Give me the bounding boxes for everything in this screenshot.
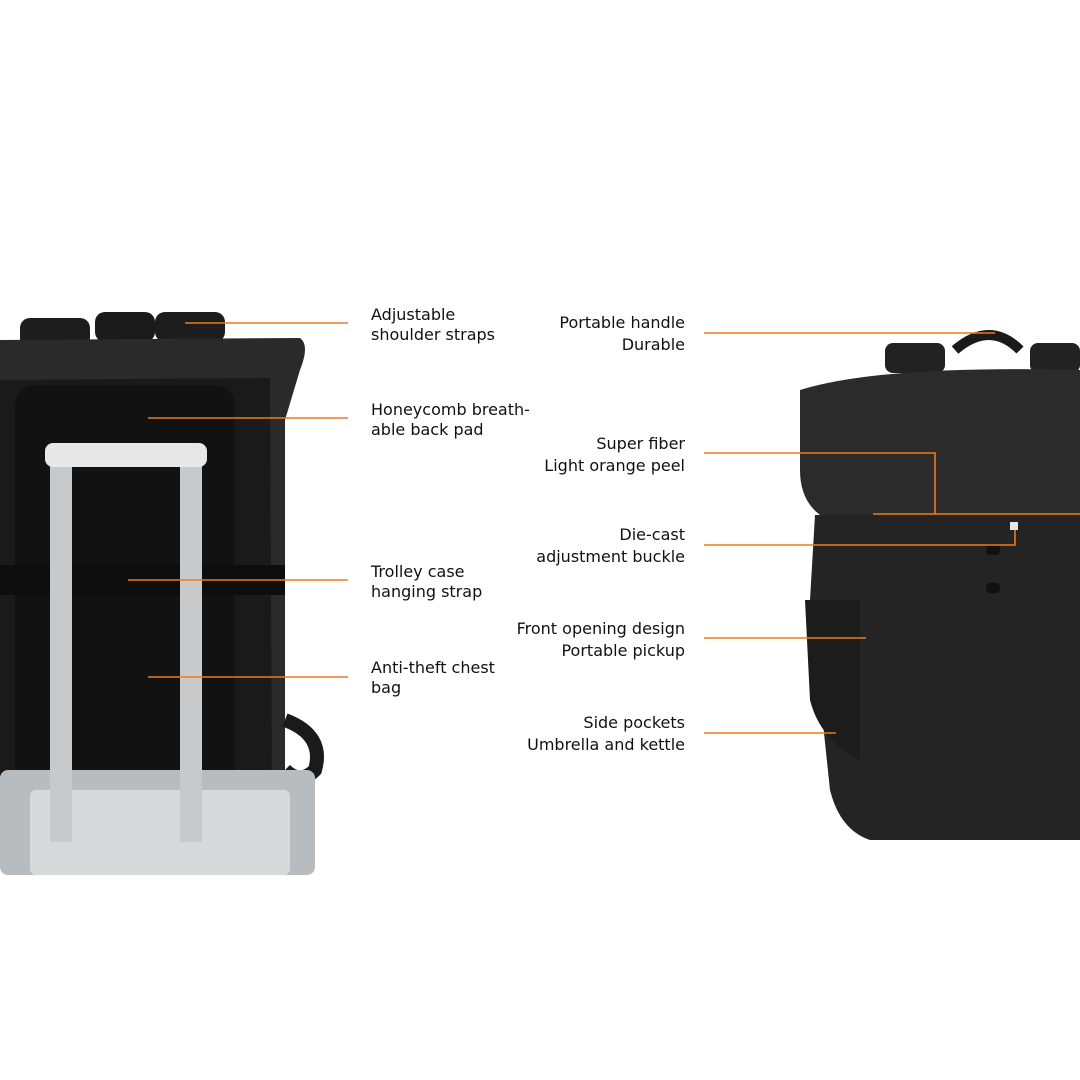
callout-back-pad: Honeycomb breath-able back pad	[371, 400, 530, 440]
callout-subtitle: Umbrella and kettle	[527, 735, 685, 754]
callout-title: Super fiber	[596, 434, 685, 453]
callout-subtitle: hanging strap	[371, 582, 483, 601]
callout-title: Front opening design	[516, 619, 685, 638]
callout-title: Die-cast	[619, 525, 685, 544]
callout-subtitle: Durable	[621, 335, 685, 354]
callout-title: Side pockets	[583, 713, 685, 732]
callout-subtitle: shoulder straps	[371, 325, 495, 344]
callout-subtitle: Portable pickup	[561, 641, 685, 660]
callout-buckle: Die-cast adjustment buckle	[536, 524, 685, 568]
luggage-trolley	[0, 443, 315, 875]
callout-lines	[128, 322, 1080, 734]
callout-title: Adjustable	[371, 305, 456, 324]
callout-title: Trolley case	[371, 562, 465, 581]
callout-subtitle: bag	[371, 678, 402, 697]
callout-title: Honeycomb breath-	[371, 400, 530, 419]
backpack-front-view	[800, 330, 1080, 840]
callout-title: Anti-theft chest	[371, 658, 495, 677]
backpack-back-view	[0, 312, 324, 790]
callout-title: Portable handle	[559, 313, 685, 332]
callout-subtitle: Light orange peel	[544, 456, 685, 475]
callout-subtitle: adjustment buckle	[536, 547, 685, 566]
callout-subtitle: able back pad	[371, 420, 484, 439]
